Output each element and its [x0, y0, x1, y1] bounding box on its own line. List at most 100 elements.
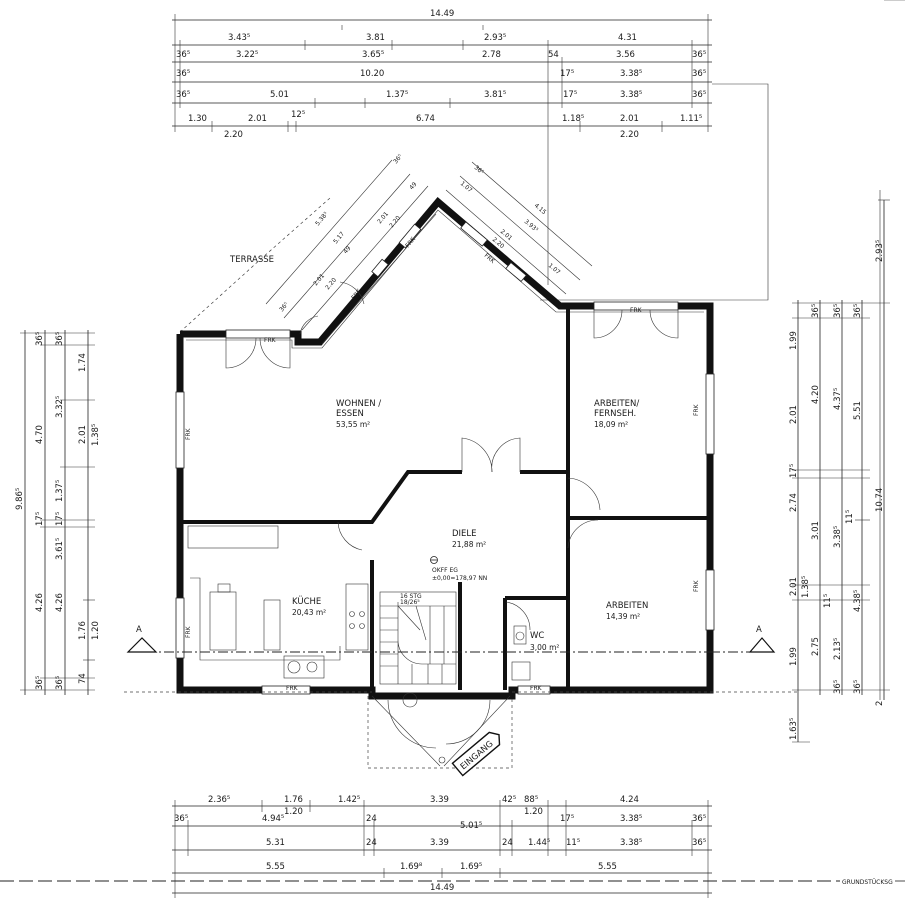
dim-right-c2-b: 4.20	[811, 385, 821, 404]
window-kueche-south	[261, 685, 311, 695]
dim-bottom-r4-a: 5.55	[266, 862, 285, 872]
dim-top-r5-f: 2.01	[620, 114, 639, 124]
dim-right-c1-a: 1.99	[789, 331, 799, 350]
room-arbeiten-name: ARBEITEN	[606, 601, 648, 611]
dim-bottom-r3-c: 3.39	[430, 838, 449, 848]
dim-left-c3-c: 1.38⁵	[91, 424, 101, 446]
dim-diag-l-g: 2.20	[388, 214, 402, 229]
dim-top-r2-f: 3.56	[616, 50, 635, 60]
dim-bottom-r2-e: 17⁵	[560, 814, 574, 824]
dim-bottom-r2-d: 5.01⁵	[460, 821, 482, 831]
frk-label-7: FRK	[693, 403, 700, 416]
window-wc-south	[517, 685, 551, 695]
dim-left-c2-e: 3.61⁵	[55, 538, 65, 560]
dim-right-c5-a: 2.93⁵	[875, 240, 885, 262]
dim-diag-l-d: 5.17	[332, 230, 346, 245]
dim-bottom-r4-c: 1.69⁵	[460, 862, 482, 872]
dim-bottom-r3-e: 1.44⁵	[528, 838, 550, 848]
dim-right-c3-b: 4.37⁵	[833, 388, 843, 410]
dim-right-c3-e: 2.13⁵	[833, 638, 843, 660]
frk-label-4: FRK	[530, 685, 543, 692]
dim-right-c1-b: 2.01	[789, 405, 799, 424]
dim-diag-r-a: 36⁵	[473, 164, 486, 176]
okff-label: OKFF EG	[432, 567, 458, 574]
dim-right-c4-c: 11⁵	[845, 510, 855, 524]
dim-top-r4-g: 36⁵	[692, 90, 706, 100]
dim-left-c2-g: 36⁵	[55, 676, 65, 690]
entrance-arrow	[451, 731, 501, 777]
dim-bottom-r2-f: 3.38⁵	[620, 814, 642, 824]
bottom-dimension-chains: 2.36⁵ 1.76 1.42⁵ 3.39 42⁵ 88⁵ 4.24 1.20 …	[0, 795, 905, 898]
dim-diag-l-f: 2.01	[376, 210, 390, 225]
dim-left-c3-b: 2.01	[78, 425, 88, 444]
dim-left-outer: 9.86⁵	[15, 488, 25, 510]
window-wohnen-north	[225, 329, 291, 339]
section-marker-left: A	[126, 625, 158, 653]
kitchen-counter	[187, 525, 279, 549]
dim-bottom-r1-b: 1.76	[284, 795, 303, 805]
dim-top-r5-a: 1.30	[188, 114, 207, 124]
dim-bottom-r2-a: 36⁵	[174, 814, 188, 824]
dim-bottom-r3-d: 24	[502, 838, 513, 848]
dim-bottom-r3-f: 11⁵	[566, 838, 580, 848]
dim-right-c4-e: 36⁵	[853, 680, 863, 694]
dim-bottom-r3-b: 24	[366, 838, 377, 848]
room-wohnen-name-1: WOHNEN /	[336, 399, 381, 409]
dim-bottom-r3-a: 5.31	[266, 838, 285, 848]
room-wc-name: WC	[530, 631, 544, 641]
dim-top-r1-b: 3.81	[366, 33, 385, 43]
dim-bottom-r2-b: 4.94⁵	[262, 814, 284, 824]
dim-top-r5-e: 1.18⁵	[562, 114, 584, 124]
dim-top-r4-c: 1.37⁵	[386, 90, 408, 100]
left-dimension-chains: 9.86⁵ 36⁵ 4.70 17⁵ 4.26 36⁵ 36⁵ 3.32⁵ 1.…	[15, 330, 101, 695]
dim-right-c2-e: 2.75	[811, 637, 821, 656]
outer-wall	[176, 197, 714, 700]
dim-bottom-r3-g: 3.38⁵	[620, 838, 642, 848]
dim-bottom-r1-f: 88⁵	[524, 795, 538, 805]
section-marker-right: A	[748, 625, 776, 653]
frk-label-2: FRK	[630, 307, 643, 314]
stairs-count: 16 STG	[400, 593, 422, 600]
dim-diag-r-d: 3.93⁵	[523, 218, 540, 234]
dim-right-c1-g: 1.63⁵	[789, 718, 799, 740]
room-arbeiten-area: 14,39 m²	[606, 612, 640, 621]
dim-top-r1-d: 4.31	[618, 33, 637, 43]
dim-right-c3-f: 36⁵	[833, 680, 843, 694]
dim-left-c3-f: 74	[78, 673, 88, 684]
dim-bottom-r1-d: 3.39	[430, 795, 449, 805]
dim-left-c2-c: 1.37⁵	[55, 480, 65, 502]
dim-left-c1-e: 36⁵	[35, 676, 45, 690]
window-arbeiten-east	[705, 373, 715, 455]
dim-top-r4-e: 17⁵	[563, 90, 577, 100]
section-line-a: A A	[126, 625, 776, 653]
frk-label-1: FRK	[264, 337, 277, 344]
dim-top-r5b-b: 2.20	[620, 130, 639, 140]
dim-diag-l-b: 5.38⁵	[314, 210, 330, 227]
dim-top-total: 14.49	[430, 9, 454, 19]
dim-bottom-r1-e: 42⁵	[502, 795, 516, 805]
dim-bottom-r4-b: 1.69⁸	[400, 862, 423, 872]
terrace-outline: TERRASSE	[179, 197, 331, 333]
dim-right-c4-b: 5.51	[853, 401, 863, 420]
dim-left-c2-f: 4.26	[55, 593, 65, 612]
dim-right-c3-a: 36⁵	[833, 304, 843, 318]
frk-label-6: FRK	[185, 625, 192, 638]
dim-top-r5-b: 2.01	[248, 114, 267, 124]
dim-top-r4-f: 3.38⁵	[620, 90, 642, 100]
dim-diag-l-e: 49	[342, 245, 352, 255]
dim-left-c1-c: 17⁵	[35, 512, 45, 526]
dim-bottom-r1b-b: 1.20	[524, 807, 543, 817]
dim-top-r2-d: 2.78	[482, 50, 501, 60]
okff-level: ±0,00=178,97 NN	[432, 575, 487, 582]
dim-bottom-r4-total: 14.49	[430, 883, 454, 893]
dim-right-c1-c: 17⁵	[789, 464, 799, 478]
dim-left-c2-a: 36⁵	[55, 332, 65, 346]
room-kueche-area: 20,43 m²	[292, 608, 326, 617]
dim-top-r3-e: 36⁵	[692, 69, 706, 79]
dim-top-r3-c: 17⁵	[560, 69, 574, 79]
dim-right-c1-e: 2.01	[789, 577, 799, 596]
dim-right-c1-f: 1.99	[789, 647, 799, 666]
dim-left-c1-a: 36⁵	[35, 332, 45, 346]
dim-top-r1-a: 3.43⁵	[228, 33, 250, 43]
